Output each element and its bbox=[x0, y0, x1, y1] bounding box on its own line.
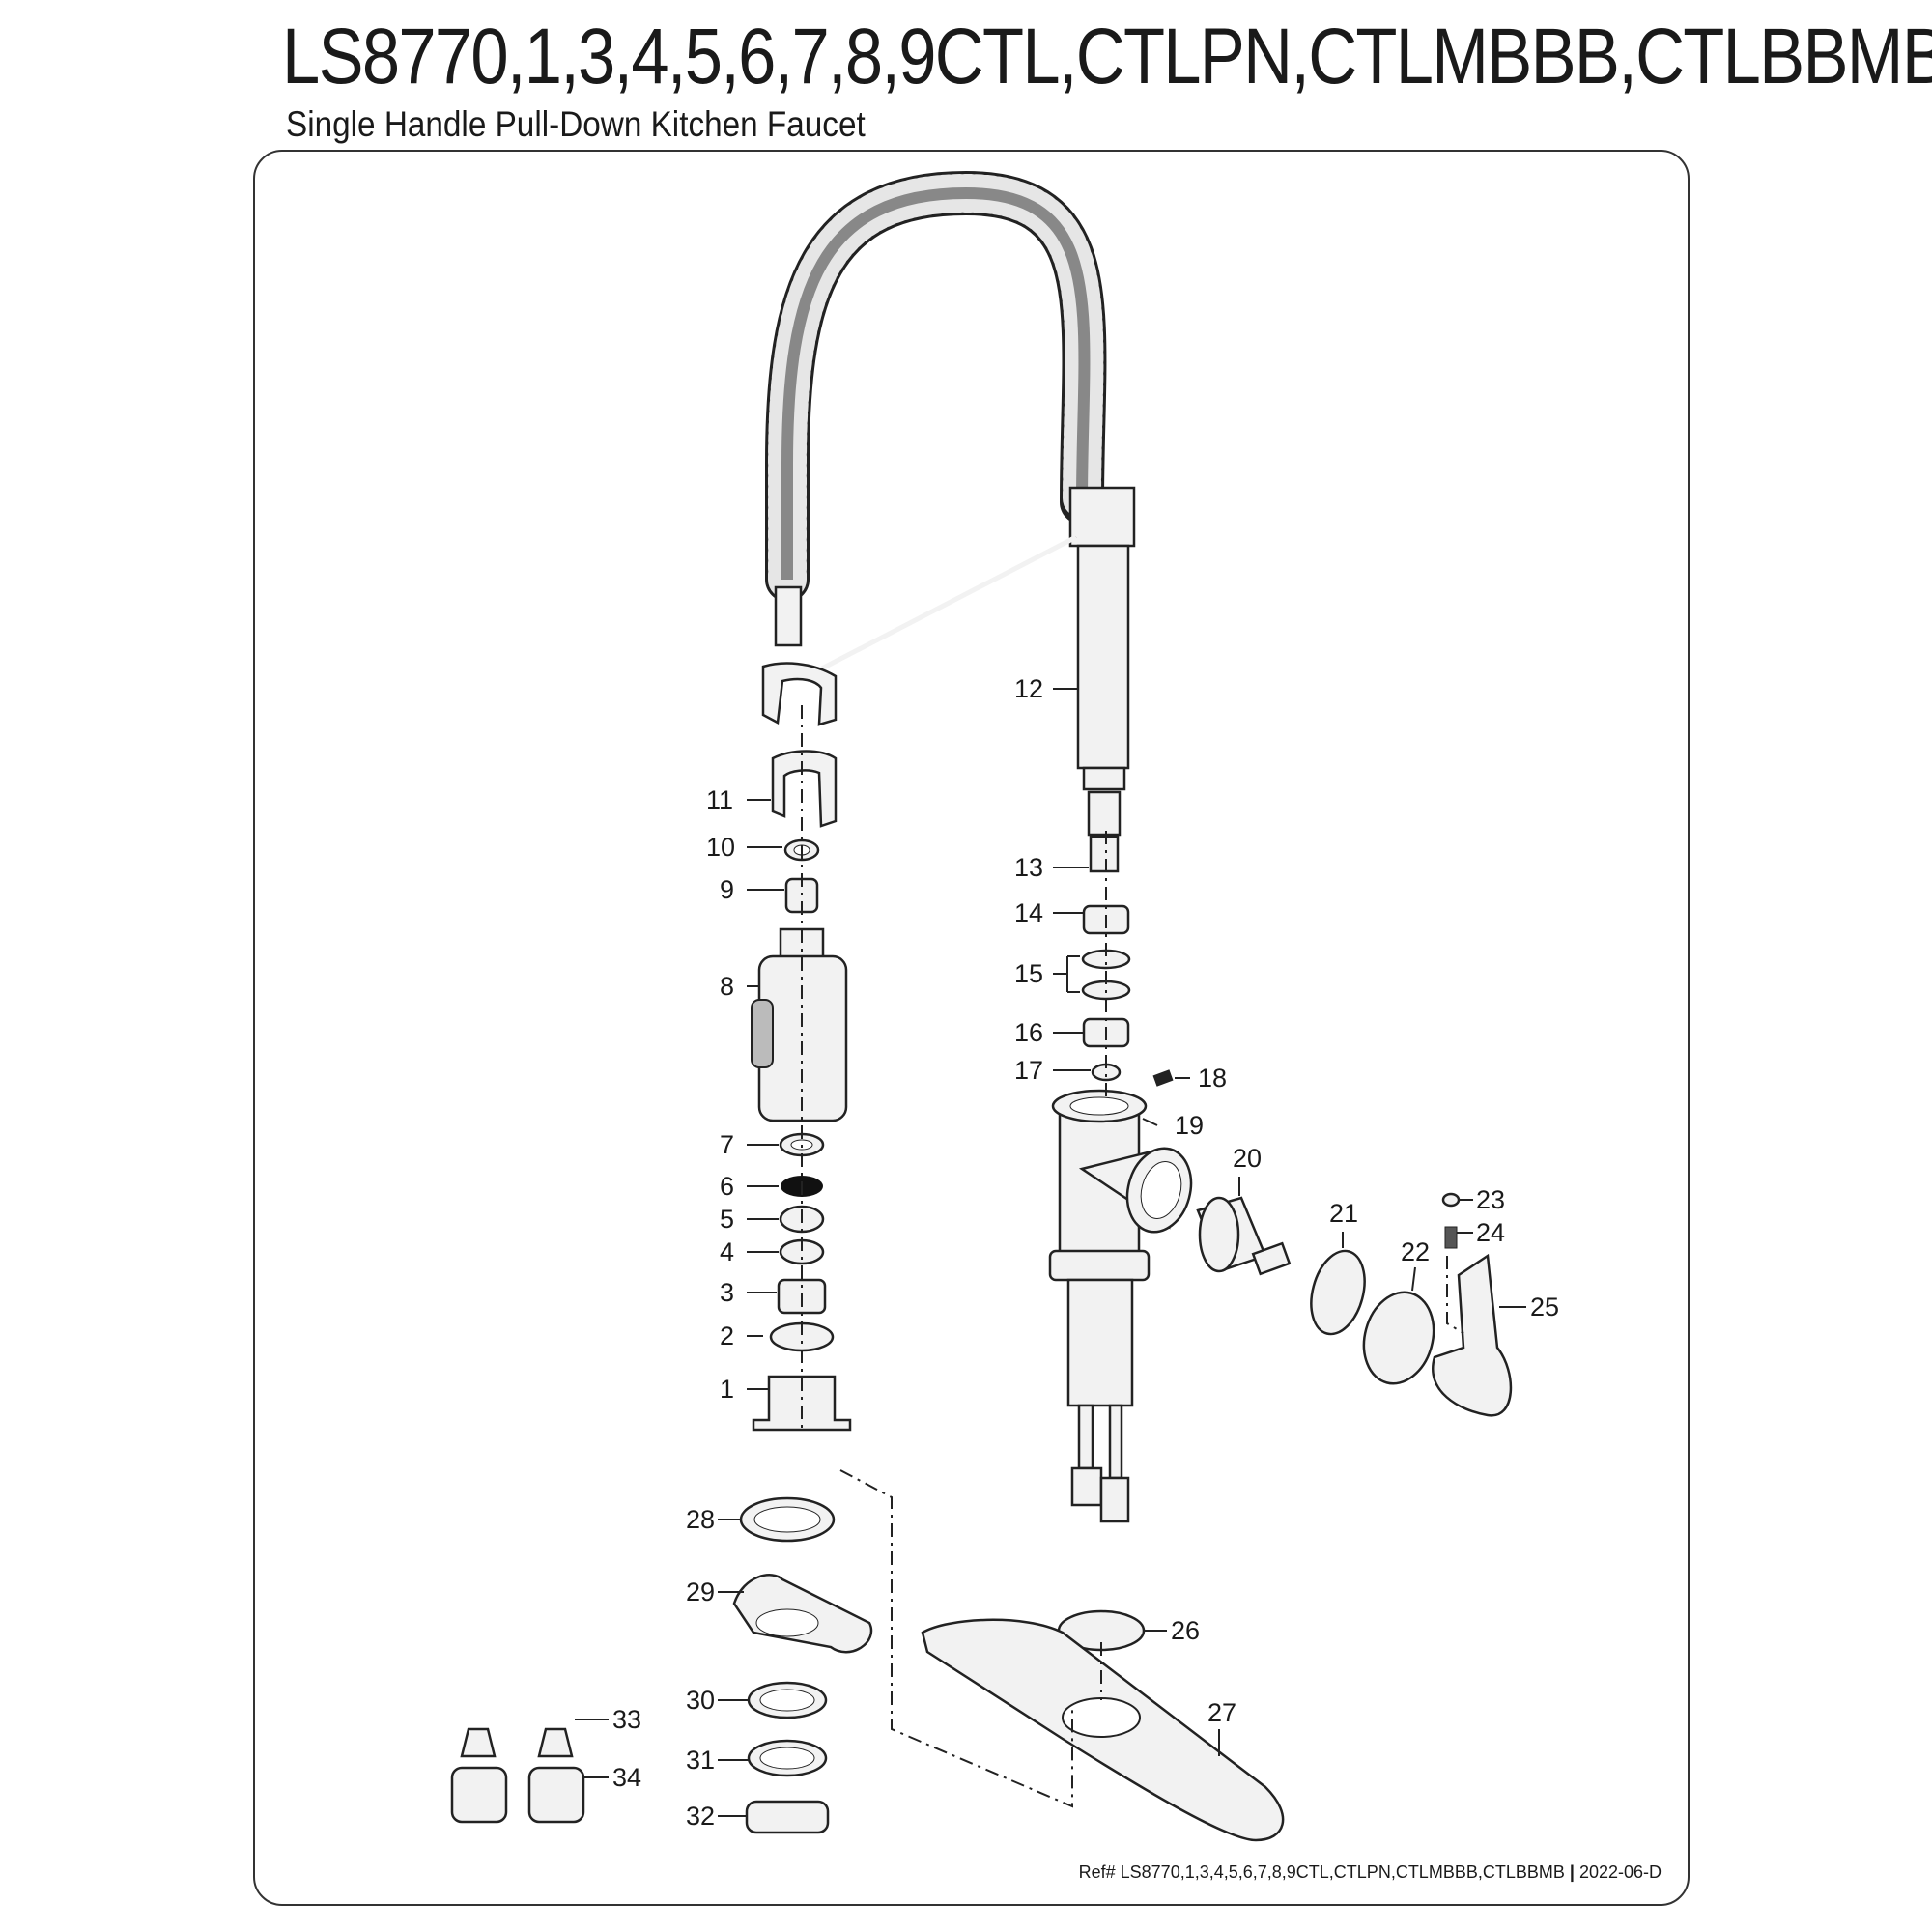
footer-separator: | bbox=[1569, 1862, 1575, 1882]
hose-connector bbox=[1087, 790, 1122, 837]
faucet-body-19 bbox=[1048, 1089, 1193, 1523]
compression-nut-34-right bbox=[527, 1766, 585, 1824]
part-label-1: 1 bbox=[720, 1375, 734, 1404]
handle-axis bbox=[1446, 1256, 1464, 1334]
part-label-21: 21 bbox=[1329, 1199, 1358, 1228]
part-label-25: 25 bbox=[1530, 1293, 1559, 1321]
part-label-4: 4 bbox=[720, 1237, 734, 1266]
spray-face-1 bbox=[752, 1375, 852, 1432]
part-label-12: 12 bbox=[1014, 674, 1043, 703]
part-label-15: 15 bbox=[1014, 959, 1043, 988]
hose-nipple bbox=[1089, 835, 1120, 873]
part-label-11: 11 bbox=[706, 785, 733, 814]
part-label-23: 23 bbox=[1476, 1185, 1505, 1214]
ferrule-33-right bbox=[537, 1727, 574, 1758]
spray-holder bbox=[761, 662, 838, 726]
bonnet-nut-21 bbox=[1310, 1249, 1366, 1336]
set-screw-24 bbox=[1444, 1226, 1458, 1249]
diagram-subtitle: Single Handle Pull-Down Kitchen Faucet bbox=[286, 104, 866, 144]
part-label-20: 20 bbox=[1233, 1144, 1262, 1173]
reference-footer: Ref# LS8770,1,3,4,5,6,7,8,9CTL,CTLPN,CTL… bbox=[1079, 1862, 1662, 1883]
part-label-24: 24 bbox=[1476, 1218, 1505, 1247]
compression-nut-34-left bbox=[450, 1766, 508, 1824]
holder-clip bbox=[771, 750, 838, 828]
part-label-34: 34 bbox=[612, 1763, 641, 1792]
spout-tube bbox=[814, 486, 1136, 791]
handle-25 bbox=[1432, 1253, 1513, 1417]
part-label-16: 16 bbox=[1014, 1018, 1043, 1047]
part-label-2: 2 bbox=[720, 1321, 734, 1350]
part-label-10: 10 bbox=[706, 833, 735, 862]
diagram-title: LS8770,1,3,4,5,6,7,8,9CTL,CTLPN,CTLMBBB,… bbox=[282, 13, 1932, 100]
set-screw-18 bbox=[1152, 1069, 1174, 1087]
leader-lines bbox=[575, 688, 1526, 1817]
part-label-27: 27 bbox=[1208, 1698, 1236, 1727]
mounting-nut-32 bbox=[745, 1800, 830, 1834]
part-label-18: 18 bbox=[1198, 1064, 1227, 1093]
cartridge-20 bbox=[1196, 1196, 1292, 1276]
part-label-19: 19 bbox=[1175, 1111, 1204, 1140]
part-label-29: 29 bbox=[686, 1577, 715, 1606]
part-labels: 1 2 3 4 5 6 7 8 9 10 11 12 13 14 15 16 1… bbox=[612, 674, 1559, 1831]
spray-button bbox=[751, 999, 774, 1068]
part-label-17: 17 bbox=[1014, 1056, 1043, 1085]
part-label-8: 8 bbox=[720, 972, 734, 1001]
part-label-5: 5 bbox=[720, 1205, 734, 1234]
part-label-30: 30 bbox=[686, 1686, 715, 1715]
part-label-32: 32 bbox=[686, 1802, 715, 1831]
assembly-path bbox=[839, 1469, 1073, 1808]
part-label-33: 33 bbox=[612, 1705, 641, 1734]
reference-number: Ref# LS8770,1,3,4,5,6,7,8,9CTL,CTLPN,CTL… bbox=[1078, 1862, 1565, 1882]
diagram-frame bbox=[253, 150, 1690, 1906]
button-23 bbox=[1441, 1192, 1461, 1208]
hose-end bbox=[774, 585, 803, 647]
part-label-9: 9 bbox=[720, 875, 734, 904]
revision-code: 2022-06-D bbox=[1578, 1862, 1662, 1882]
part-label-3: 3 bbox=[720, 1278, 734, 1307]
part-label-7: 7 bbox=[720, 1130, 734, 1159]
part-label-26: 26 bbox=[1171, 1616, 1200, 1645]
ferrule-33-left bbox=[460, 1727, 497, 1758]
part-label-31: 31 bbox=[686, 1746, 715, 1775]
part-label-13: 13 bbox=[1014, 853, 1043, 882]
part-label-6: 6 bbox=[720, 1172, 734, 1201]
part-label-28: 28 bbox=[686, 1505, 715, 1534]
part-label-22: 22 bbox=[1401, 1237, 1430, 1266]
part-label-14: 14 bbox=[1014, 898, 1043, 927]
spring-coil bbox=[765, 170, 1107, 602]
cap-22 bbox=[1362, 1291, 1435, 1385]
